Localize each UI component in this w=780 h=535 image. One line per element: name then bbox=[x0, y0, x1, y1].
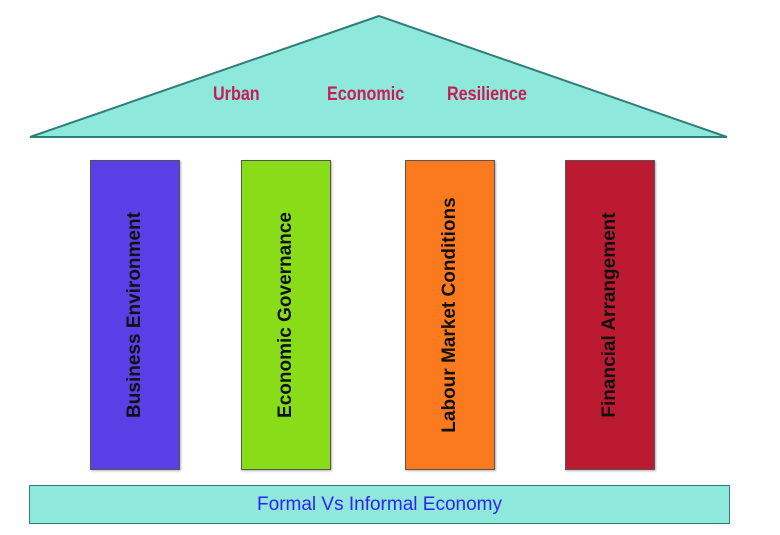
pillar-label: Labour Market Conditions bbox=[439, 197, 460, 433]
pillar-label: Financial Arrangement bbox=[599, 212, 620, 418]
pillar-label: Business Environment bbox=[124, 212, 145, 418]
pillar-financial-arrangement: Financial Arrangement bbox=[565, 160, 655, 470]
roof-triangle bbox=[29, 14, 728, 138]
roof-word-economic: Economic bbox=[327, 84, 405, 105]
pillar-label: Economic Governance bbox=[275, 212, 296, 418]
base-label: Formal Vs Informal Economy bbox=[257, 493, 502, 515]
pillar-business-environment: Business Environment bbox=[90, 160, 180, 470]
roof-word-urban: Urban bbox=[213, 84, 260, 105]
foundation-base: Formal Vs Informal Economy bbox=[29, 485, 730, 524]
pillar-economic-governance: Economic Governance bbox=[241, 160, 331, 470]
roof-word-resilience: Resilience bbox=[447, 84, 527, 105]
pillar-labour-market-conditions: Labour Market Conditions bbox=[405, 160, 495, 470]
